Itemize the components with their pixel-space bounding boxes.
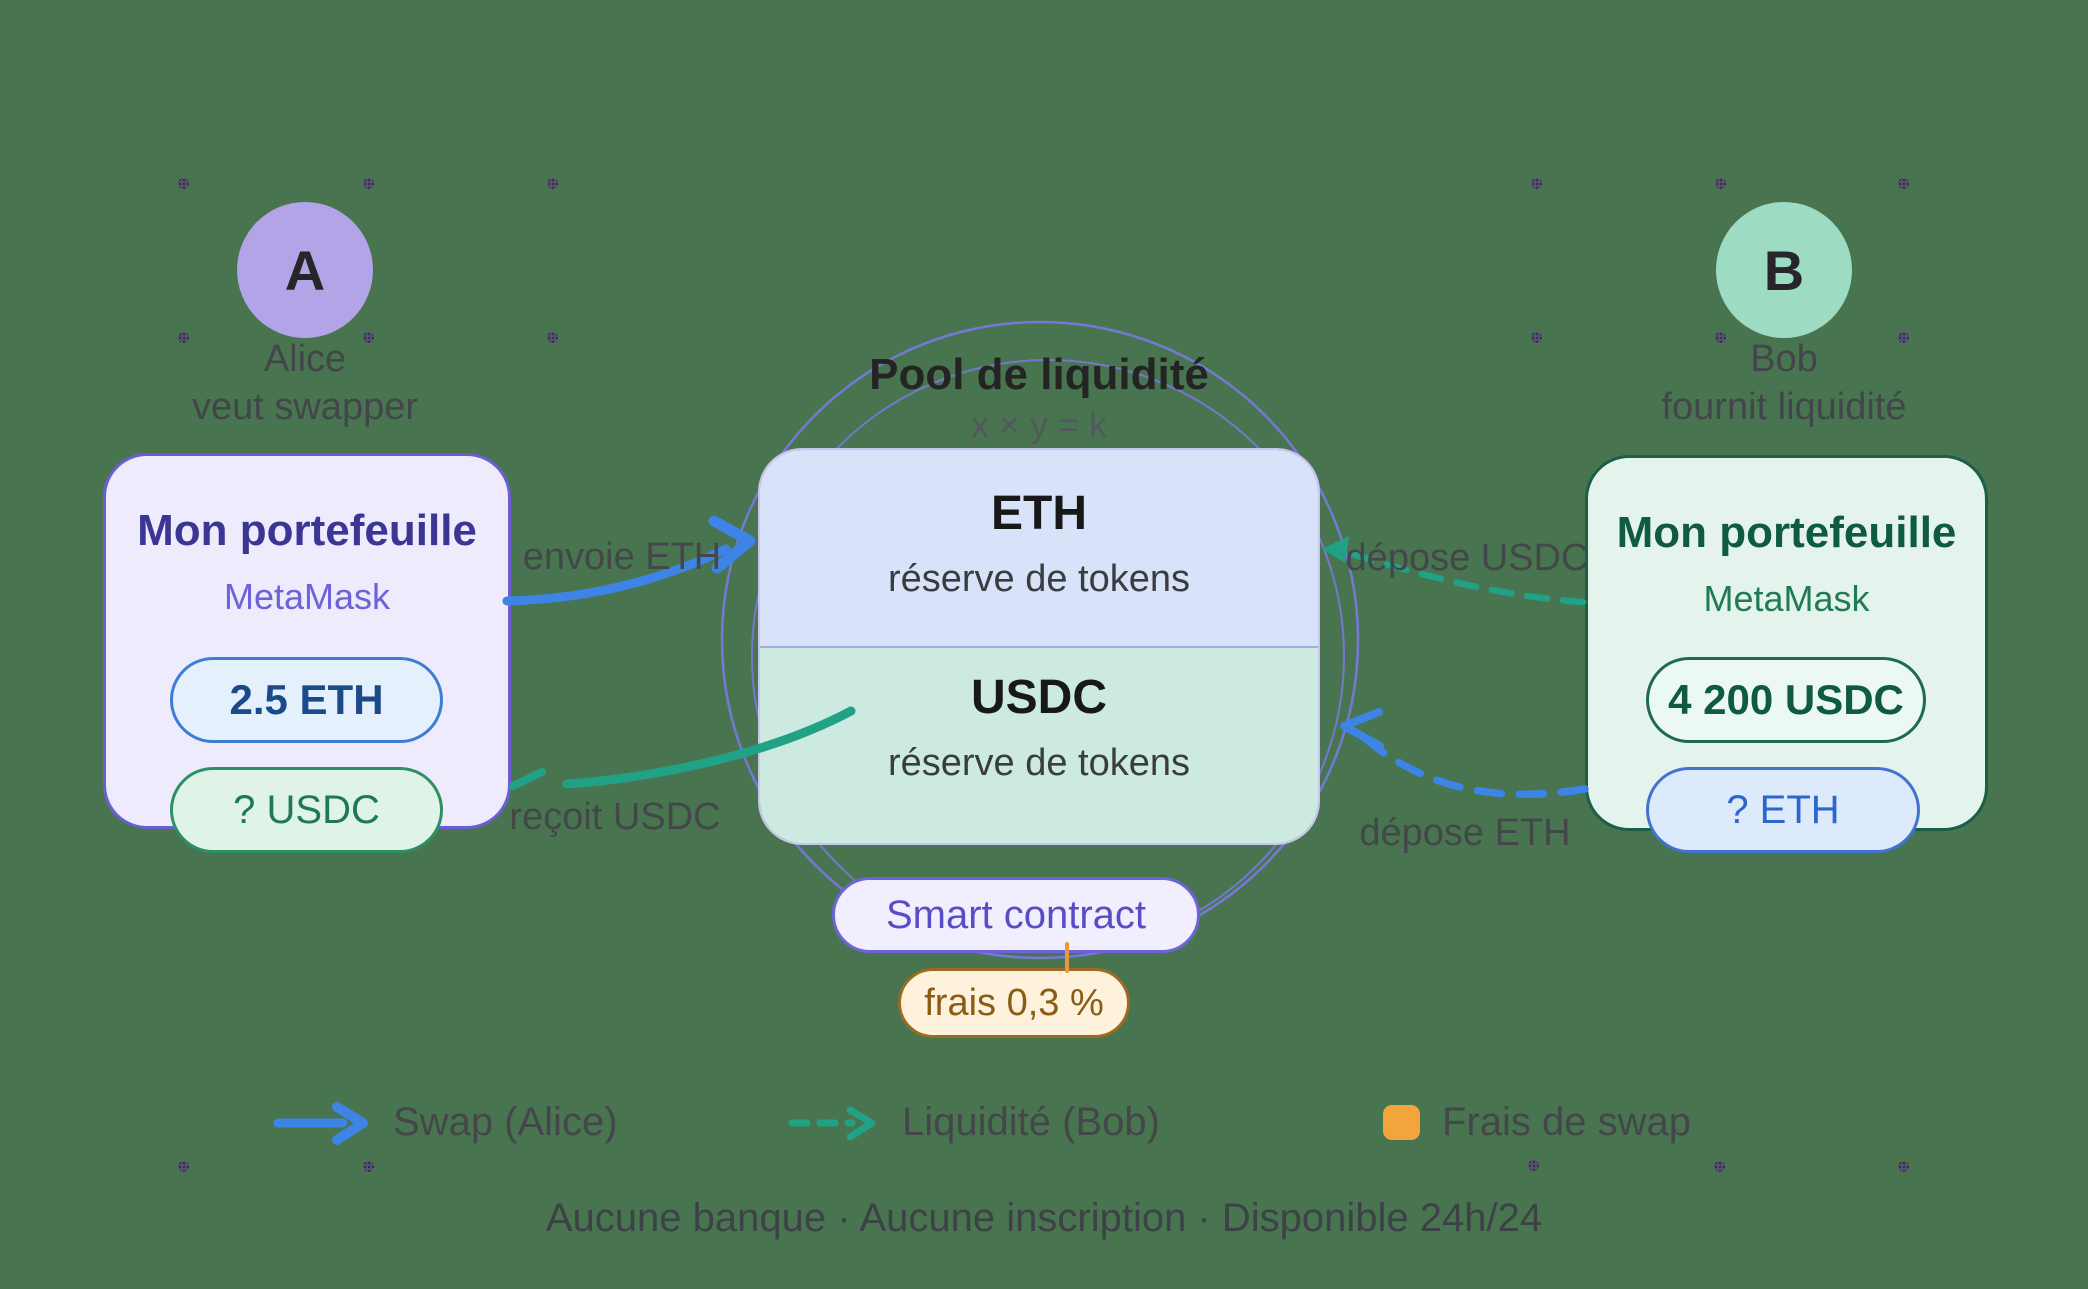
pool-usdc-caption: réserve de tokens (887, 742, 1191, 784)
pool-usdc-reserve: USDC réserve de tokens (760, 646, 1318, 843)
balance-pill-eth: 2.5 ETH (170, 657, 443, 743)
legend-item-fees: Frais de swap (1382, 1100, 1691, 1145)
decorative-dot (1528, 1160, 1539, 1171)
alice-name: Alice (263, 338, 347, 380)
pool-formula: x × y = k (970, 404, 1108, 445)
footer-tagline: Aucune banque · Aucune inscription · Dis… (545, 1196, 1543, 1240)
pool-usdc-token: USDC (970, 671, 1107, 724)
decorative-dot (1898, 1161, 1909, 1172)
decorative-dot (1531, 178, 1542, 189)
deposit-usdc-label: dépose USDC (1345, 537, 1589, 579)
deposit-eth-arrowhead-icon (1340, 708, 1384, 750)
bob-name: Bob (1750, 338, 1818, 380)
deposit-eth-arrow (1354, 728, 1589, 799)
alice-role: veut swapper (191, 386, 418, 428)
fee-square-icon (1383, 1104, 1420, 1140)
deposit-eth-label: dépose ETH (1359, 812, 1571, 854)
wallet-alice-provider: MetaMask (223, 576, 391, 617)
fee-pill: frais 0,3 % (898, 968, 1130, 1038)
decorative-dot (178, 1161, 189, 1172)
decorative-dot (178, 332, 189, 343)
decorative-dot (363, 332, 374, 343)
avatar-alice: A (237, 202, 373, 338)
decorative-dot (547, 332, 558, 343)
decorative-dot (1898, 178, 1909, 189)
balance-pill-eth-unknown: ? ETH (1646, 767, 1920, 853)
receive-usdc-label: reçoit USDC (509, 796, 721, 838)
pool-eth-caption: réserve de tokens (887, 558, 1191, 600)
legend-liquidity-label: Liquidité (Bob) (902, 1100, 1160, 1144)
dashed-arrow-icon (788, 1106, 876, 1140)
legend-item-liquidity: Liquidité (Bob) (788, 1100, 1160, 1145)
wallet-card-alice: Mon portefeuille MetaMask 2.5 ETH ? USDC (103, 453, 511, 853)
decorative-dot (1531, 332, 1542, 343)
avatar-bob: B (1716, 202, 1852, 338)
decorative-dot (547, 178, 558, 189)
decorative-dot (1715, 178, 1726, 189)
decorative-dot (1898, 332, 1909, 343)
bob-role: fournit liquidité (1661, 386, 1907, 428)
avatar-alice-initial: A (284, 238, 326, 302)
decorative-dot (1714, 1161, 1725, 1172)
decorative-dot (363, 178, 374, 189)
send-eth-label: envoie ETH (522, 536, 722, 578)
balance-pill-usdc-unknown: ? USDC (170, 767, 443, 853)
legend-fees-label: Frais de swap (1442, 1100, 1691, 1144)
decorative-dot (1715, 332, 1726, 343)
pool-title: Pool de liquidité (869, 350, 1209, 399)
pool-eth-token: ETH (991, 487, 1087, 540)
legend-item-swap: Swap (Alice) (273, 1100, 618, 1145)
smart-contract-pill: Smart contract (832, 877, 1200, 953)
wallet-bob-provider: MetaMask (1703, 578, 1870, 619)
balance-pill-usdc: 4 200 USDC (1646, 657, 1926, 743)
avatar-bob-initial: B (1763, 238, 1805, 302)
wallet-bob-title: Mon portefeuille (1616, 508, 1957, 557)
receive-usdc-arrowhead-icon (509, 768, 546, 790)
wallet-alice-title: Mon portefeuille (137, 506, 477, 555)
pool-eth-reserve: ETH réserve de tokens (760, 450, 1318, 646)
wallet-card-bob: Mon portefeuille MetaMask 4 200 USDC ? E… (1585, 455, 1988, 853)
pool-reserves-box: ETH réserve de tokens USDC réserve de to… (758, 448, 1320, 845)
decorative-dot (178, 178, 189, 189)
legend-swap-label: Swap (Alice) (393, 1100, 618, 1144)
decorative-dot (363, 1161, 374, 1172)
solid-arrow-icon (273, 1101, 368, 1145)
